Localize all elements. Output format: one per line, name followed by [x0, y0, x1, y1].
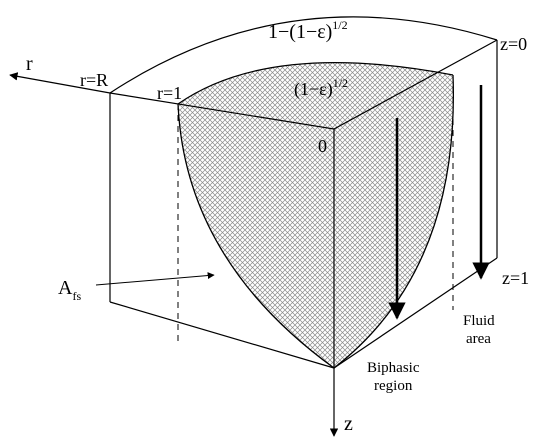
right-interface-curve: [333, 74, 455, 369]
r-equals-1-label: r=1: [157, 83, 182, 103]
top-front-edge: [109, 92, 335, 130]
biphasic-label-line1: Biphasic: [367, 360, 420, 376]
bottom-left-edge: [109, 301, 335, 369]
origin-label: 0: [318, 136, 327, 156]
inner-top-arc: [177, 62, 454, 105]
z-equals-1-label: z=1: [502, 268, 529, 288]
outer-expression: 1−(1−ε)1/2: [268, 18, 348, 43]
inner-expression: (1−ε)1/2: [294, 76, 348, 100]
outer-cylinder-outline: [109, 16, 498, 369]
top-arc: [109, 16, 498, 94]
biphasic-label-line2: region: [374, 378, 413, 394]
bottom-right-edge: [333, 257, 498, 369]
afs-pointer-arrow: [95, 272, 215, 286]
afs-label: Afs: [58, 277, 81, 303]
z-equals-0-label: z=0: [500, 34, 527, 54]
interface-curves: [177, 62, 455, 369]
fluid-area-label-line1: Fluid: [463, 313, 495, 329]
top-right-edge: [333, 39, 498, 130]
left-interface-curve: [177, 103, 335, 369]
fluid-area-label-line2: area: [466, 331, 491, 347]
biphasic-region-side-surface: [178, 75, 454, 368]
r-equals-R-label: r=R: [80, 70, 108, 90]
dashed-guides: [177, 75, 454, 343]
z-axis-label: z: [344, 413, 353, 435]
r-axis-label: r: [26, 53, 33, 75]
biphasic-region-top-face: [178, 62, 453, 129]
r-axis-arrow: [9, 72, 111, 94]
